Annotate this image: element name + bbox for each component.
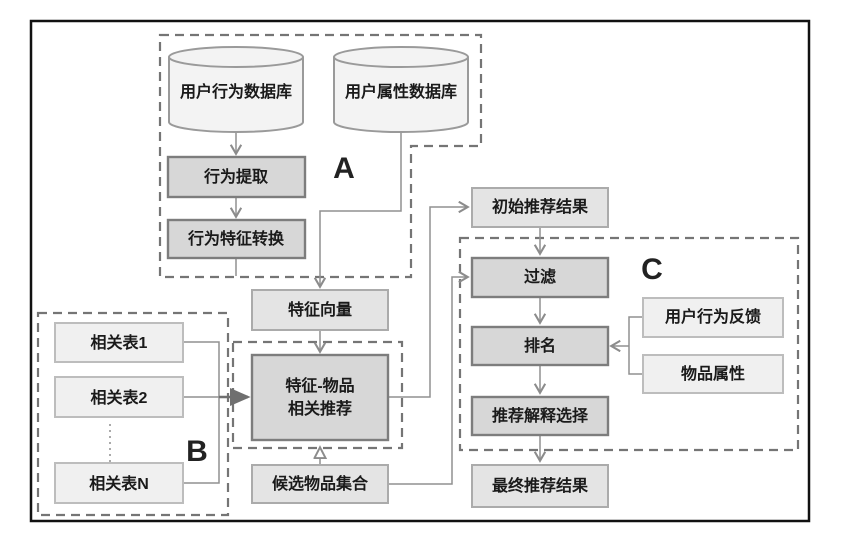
- node-related-table-n: 相关表N: [54, 462, 184, 504]
- item-attributes-label: 物品属性: [681, 364, 745, 383]
- group-c-outline: [458, 236, 800, 452]
- node-related-table-2: 相关表2: [54, 376, 184, 418]
- feature-vector-label: 特征向量: [288, 300, 352, 319]
- connector-candidates-to-filter: [388, 277, 467, 485]
- ranking-label: 排名: [524, 336, 556, 355]
- related-table-n-label: 相关表N: [89, 474, 149, 493]
- user-behavior-db-label: 用户行为数据库: [180, 82, 292, 101]
- node-behavior-feature-conversion: 行为特征转换: [166, 218, 307, 260]
- node-final-results: 最终推荐结果: [471, 464, 609, 508]
- final-results-label: 最终推荐结果: [492, 476, 588, 495]
- behavior-feature-conversion-label: 行为特征转换: [187, 229, 285, 248]
- node-explanation-selection: 推荐解释选择: [470, 395, 610, 437]
- group-a-label: A: [333, 152, 355, 185]
- node-behavior-extraction: 行为提取: [166, 155, 307, 199]
- node-ranking: 排名: [470, 325, 610, 367]
- feature-item-label-line2: 相关推荐: [288, 399, 352, 418]
- connector-attributedb-to-featurevector: [320, 132, 402, 286]
- database-cylinder-top: [333, 46, 469, 68]
- node-item-attributes: 物品属性: [642, 354, 784, 394]
- group-c-label: C: [641, 253, 663, 286]
- group-a-outline: [158, 33, 483, 279]
- connector-tables-bracket: [183, 341, 220, 484]
- related-table-2-label: 相关表2: [91, 388, 148, 407]
- node-feature-item-recommendation: 特征-物品 相关推荐: [250, 353, 390, 442]
- database-cylinder-top: [168, 46, 304, 68]
- related-table-1-label: 相关表1: [91, 333, 148, 352]
- explanation-selection-label: 推荐解释选择: [492, 406, 589, 425]
- filter-label: 过滤: [524, 267, 556, 286]
- user-attribute-db-label: 用户属性数据库: [345, 82, 457, 101]
- database-cylinder-icon: [333, 57, 469, 133]
- node-user-attribute-db: 用户属性数据库: [333, 46, 469, 133]
- user-behavior-feedback-label: 用户行为反馈: [665, 307, 761, 326]
- node-initial-results: 初始推荐结果: [471, 187, 609, 228]
- node-related-table-1: 相关表1: [54, 322, 184, 363]
- node-candidate-item-set: 候选物品集合: [251, 464, 389, 504]
- database-cylinder-icon: [168, 57, 304, 133]
- group-b-outline: [36, 311, 230, 517]
- node-user-behavior-db: 用户行为数据库: [168, 46, 304, 133]
- node-feature-vector: 特征向量: [251, 289, 389, 331]
- candidate-item-set-label: 候选物品集合: [272, 474, 369, 493]
- feature-item-label-line1: 特征-物品: [285, 376, 354, 395]
- behavior-extraction-label: 行为提取: [203, 167, 268, 186]
- connector-featureitem-to-initial: [388, 207, 467, 398]
- connectors: [109, 132, 643, 485]
- node-user-behavior-feedback: 用户行为反馈: [642, 297, 784, 338]
- initial-results-label: 初始推荐结果: [492, 197, 588, 216]
- group-b-label: B: [186, 435, 208, 468]
- node-filter: 过滤: [470, 256, 610, 299]
